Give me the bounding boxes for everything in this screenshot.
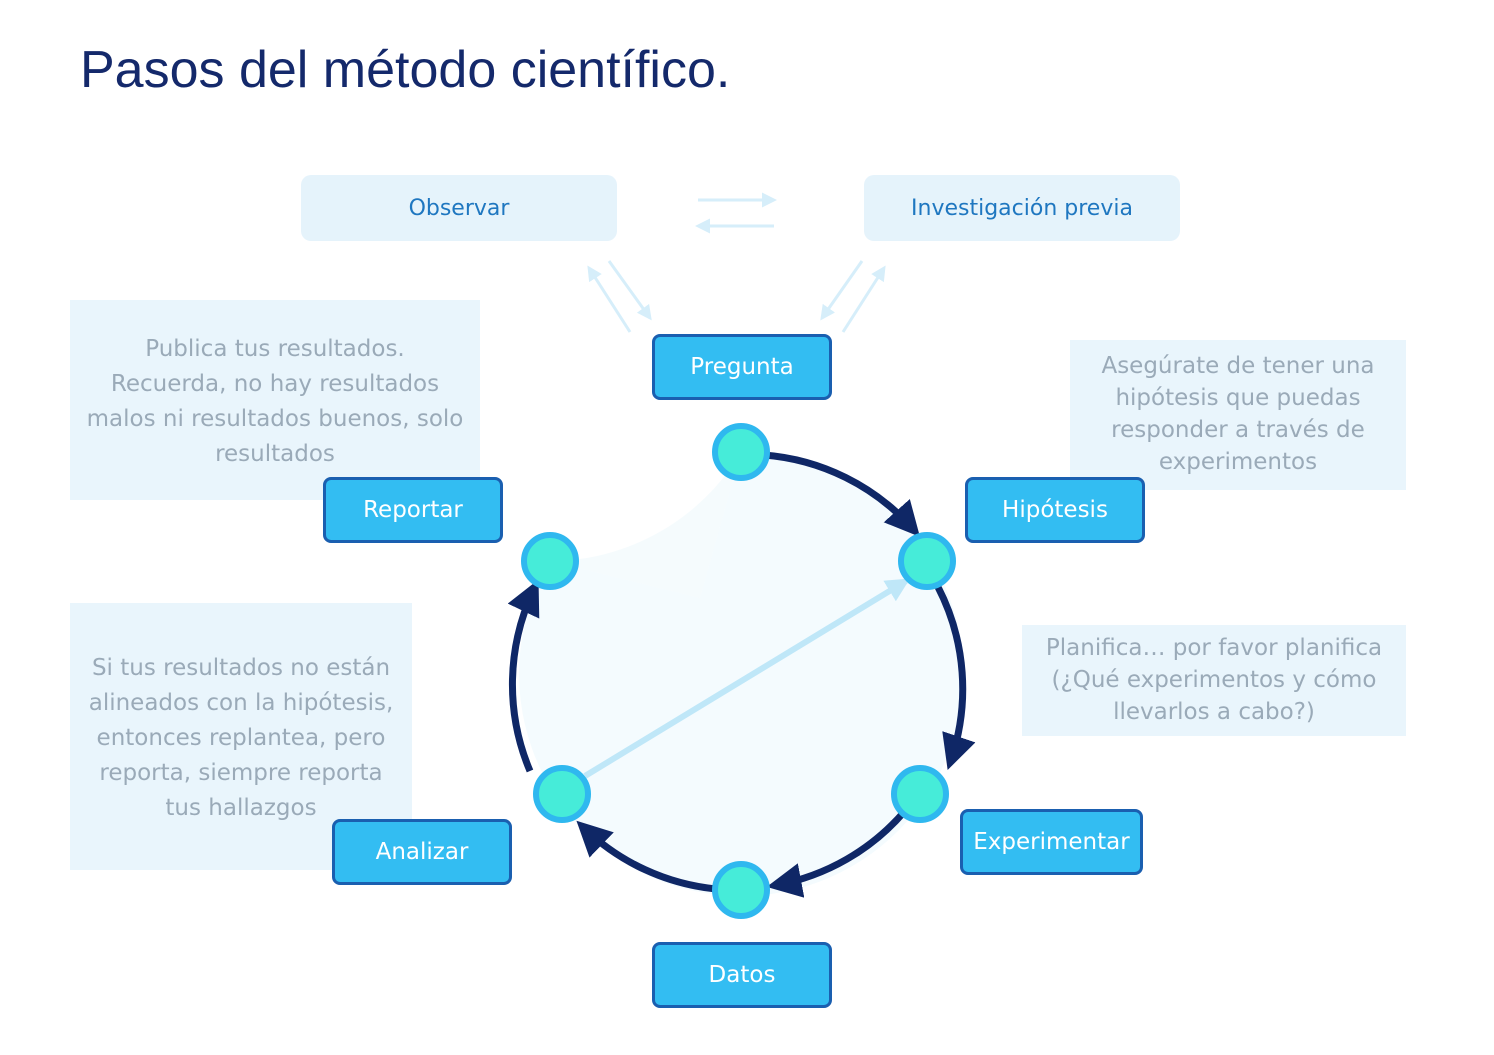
step-analyze: Analizar <box>332 819 512 885</box>
note-line: tus hallazgos <box>165 795 317 821</box>
note-line: hipótesis que puedas <box>1115 385 1361 411</box>
step-label: Reportar <box>363 497 463 523</box>
note-line: Publica tus resultados. <box>145 336 405 362</box>
node-data <box>712 861 770 919</box>
step-question: Pregunta <box>652 334 832 400</box>
node-experiment <box>891 765 949 823</box>
cycle-background <box>519 452 964 896</box>
note-line: entonces replantea, pero <box>96 725 386 751</box>
step-report: Reportar <box>323 477 503 543</box>
note-line: experimentos <box>1158 449 1318 475</box>
note-line: Si tus resultados no están <box>91 655 391 681</box>
note-line: (¿Qué experimentos y cómo <box>1051 667 1377 693</box>
step-label: Datos <box>708 962 776 988</box>
research-label: Investigación previa <box>911 195 1133 221</box>
top-arrows <box>587 192 886 333</box>
note-line: malos ni resultados buenos, solo <box>86 406 464 432</box>
arrow-analyze-to-hypothesis <box>583 578 911 779</box>
note-line: Recuerda, no hay resultados <box>110 371 440 397</box>
step-experiment: Experimentar <box>960 809 1143 875</box>
node-analyze <box>533 765 591 823</box>
note-line: llevarlos a cabo?) <box>1113 699 1315 725</box>
cycle-wedge <box>550 452 741 598</box>
arrow-hypothesis-experiment <box>934 585 976 770</box>
step-label: Hipótesis <box>1002 497 1108 523</box>
node-report <box>521 532 579 590</box>
observe-box: Observar <box>301 175 617 241</box>
cycle-arrows <box>507 451 976 898</box>
research-box: Investigación previa <box>864 175 1180 241</box>
step-label: Pregunta <box>690 354 794 380</box>
page-title: Pasos del método científico. <box>80 41 731 99</box>
step-data: Datos <box>652 942 832 1008</box>
note-line: Planifica… por favor planifica <box>1045 635 1383 661</box>
note-line: resultados <box>215 441 335 467</box>
note-line: reporta, siempre reporta <box>99 760 383 786</box>
note-hypothesis: Asegúrate de tener una hipótesis que pue… <box>1070 340 1406 490</box>
step-label: Experimentar <box>973 829 1130 855</box>
node-question <box>712 423 770 481</box>
step-hypothesis: Hipótesis <box>965 477 1145 543</box>
arrow-analyze-report <box>507 579 540 773</box>
observe-label: Observar <box>408 195 510 221</box>
step-label: Analizar <box>375 839 469 865</box>
note-line: responder a través de <box>1111 417 1365 443</box>
note-line: Asegúrate de tener una <box>1101 353 1375 379</box>
arrow-experiment-data <box>766 809 907 898</box>
cycle-nodes <box>521 423 956 919</box>
arrow-question-hypothesis <box>763 451 920 537</box>
note-experiment: Planifica… por favor planifica (¿Qué exp… <box>1022 625 1406 736</box>
arrow-data-analyze <box>576 820 717 893</box>
node-hypothesis <box>898 532 956 590</box>
note-report: Publica tus resultados. Recuerda, no hay… <box>70 300 480 500</box>
note-line: alineados con la hipótesis, <box>88 690 394 716</box>
